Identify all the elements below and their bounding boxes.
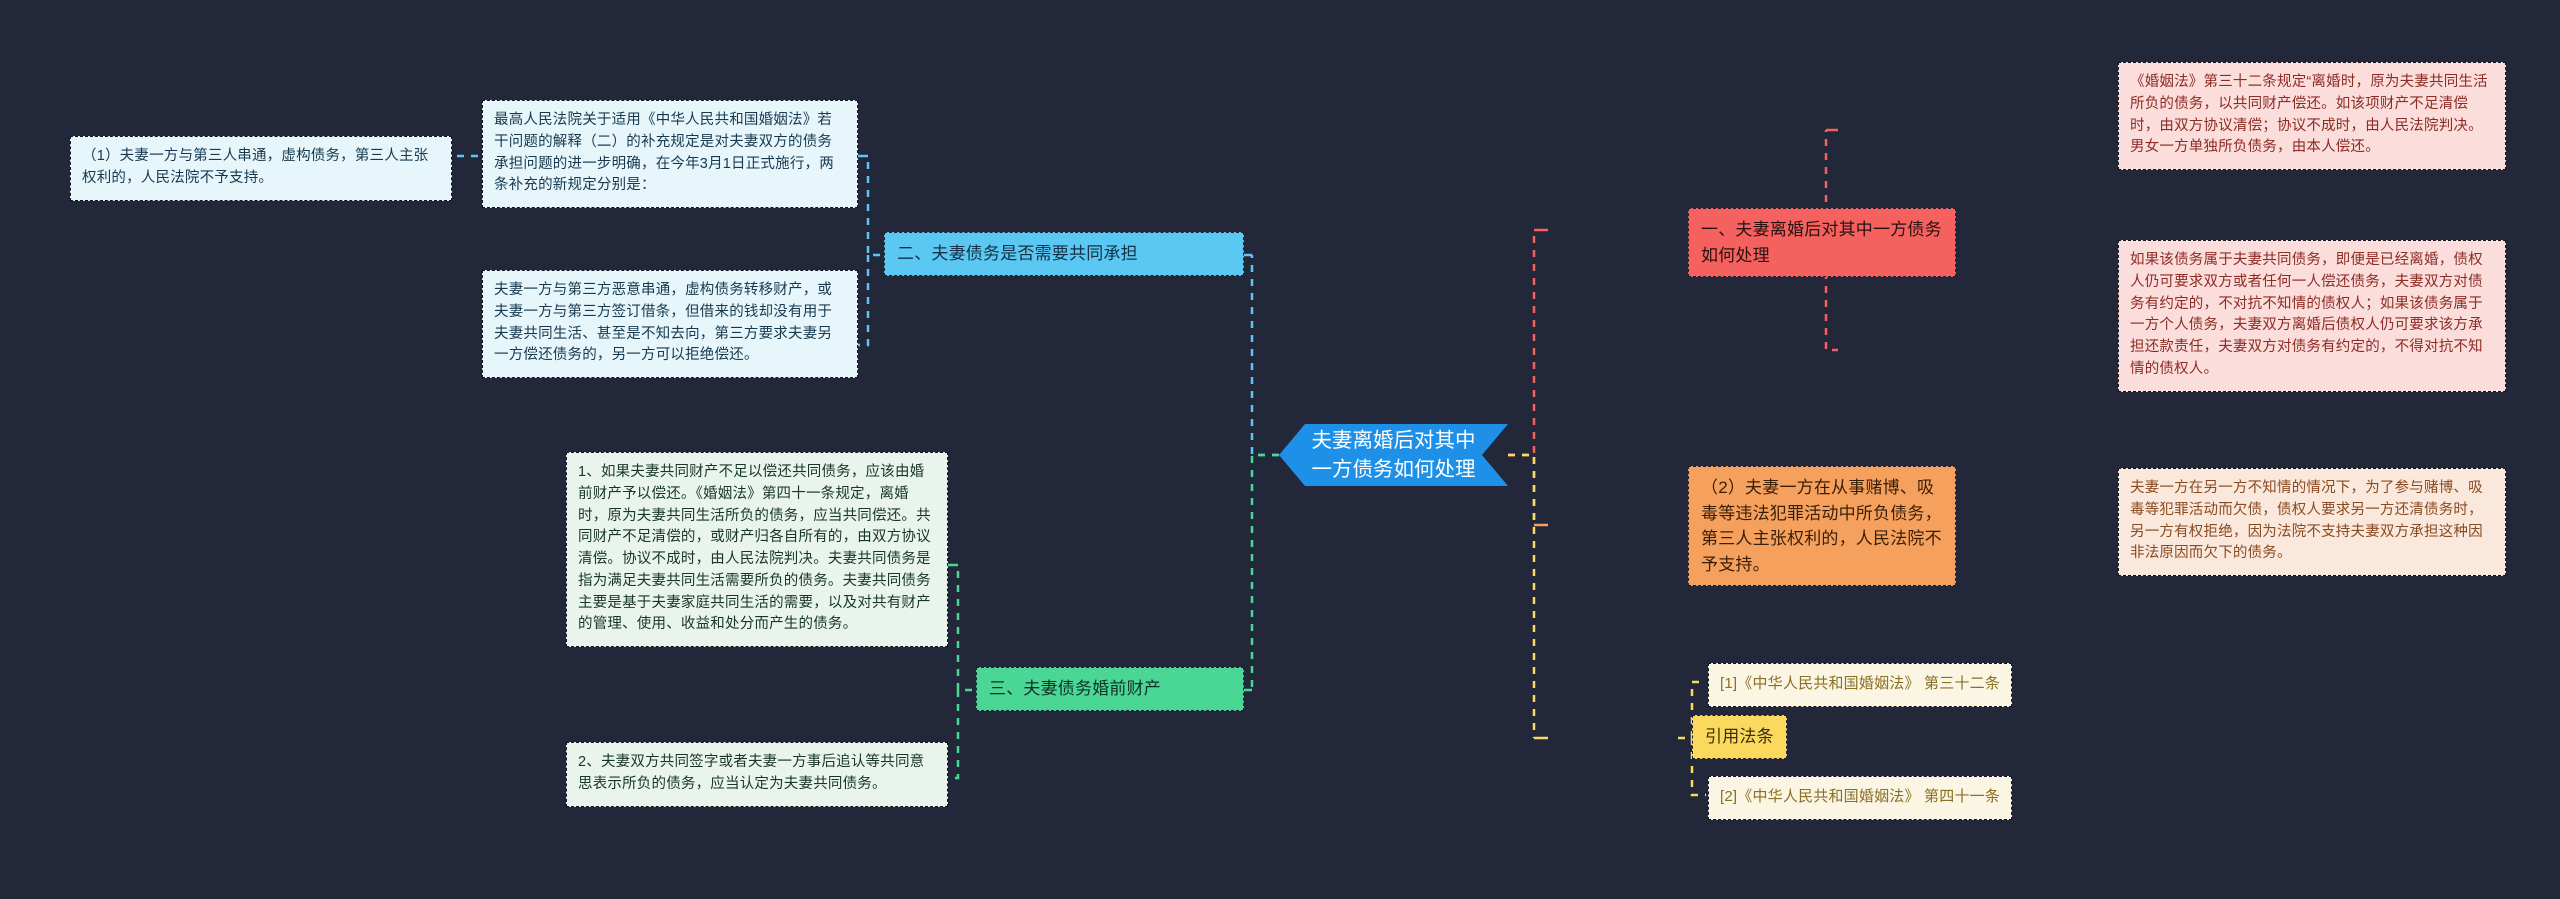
central-topic[interactable]: 夫妻离婚后对其中一方债务如何处理 <box>1279 424 1508 486</box>
topic-node-orange[interactable]: （2）夫妻一方在从事赌博、吸毒等违法犯罪活动中所负债务，第三人主张权利的，人民法… <box>1688 466 1956 586</box>
leaf-node-blue-2[interactable]: 夫妻一方与第三方恶意串通，虚构债务转移财产，或夫妻一方与第三方签订借条，但借来的… <box>482 270 858 378</box>
leaf-node-blue-sub-1[interactable]: （1）夫妻一方与第三人串通，虚构债务，第三人主张权利的，人民法院不予支持。 <box>70 136 452 201</box>
leaf-node-citation-2[interactable]: [2]《中华人民共和国婚姻法》 第四十一条 <box>1708 776 2013 820</box>
leaf-node-red-2[interactable]: 如果该债务属于夫妻共同债务，即便是已经离婚，债权人仍可要求双方或者任何一人偿还债… <box>2118 240 2506 392</box>
topic-node-blue[interactable]: 二、夫妻债务是否需要共同承担 <box>884 232 1244 276</box>
leaf-node-citation-1[interactable]: [1]《中华人民共和国婚姻法》 第三十二条 <box>1708 663 2013 707</box>
topic-node-green[interactable]: 三、夫妻债务婚前财产 <box>976 667 1244 711</box>
topic-node-red[interactable]: 一、夫妻离婚后对其中一方债务如何处理 <box>1688 208 1956 277</box>
leaf-node-blue-1[interactable]: 最高人民法院关于适用《中华人民共和国婚姻法》若干问题的解释（二）的补充规定是对夫… <box>482 100 858 208</box>
topic-node-yellow[interactable]: 引用法条 <box>1692 715 1787 759</box>
leaf-node-green-2[interactable]: 2、夫妻双方共同签字或者夫妻一方事后追认等共同意思表示所负的债务，应当认定为夫妻… <box>566 742 948 807</box>
leaf-node-orange-1[interactable]: 夫妻一方在另一方不知情的情况下，为了参与赌博、吸毒等犯罪活动而欠债，债权人要求另… <box>2118 468 2506 576</box>
leaf-node-red-1[interactable]: 《婚姻法》第三十二条规定“离婚时，原为夫妻共同生活所负的债务，以共同财产偿还。如… <box>2118 62 2506 170</box>
leaf-node-green-1[interactable]: 1、如果夫妻共同财产不足以偿还共同债务，应该由婚前财产予以偿还。《婚姻法》第四十… <box>566 452 948 647</box>
